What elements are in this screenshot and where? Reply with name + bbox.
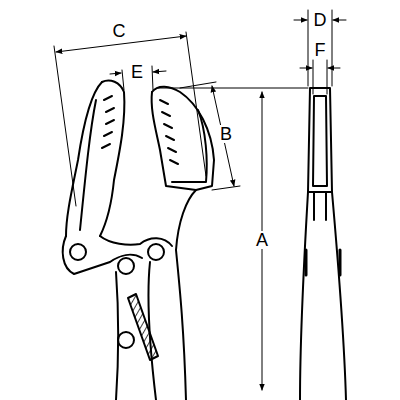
dimension-label: E [130,63,144,81]
dimension-label: C [112,22,127,40]
dimension-label: A [255,231,269,249]
dimension-label: F [314,41,327,59]
dimension-label: D [313,11,328,29]
dimension-label: B [219,125,233,143]
